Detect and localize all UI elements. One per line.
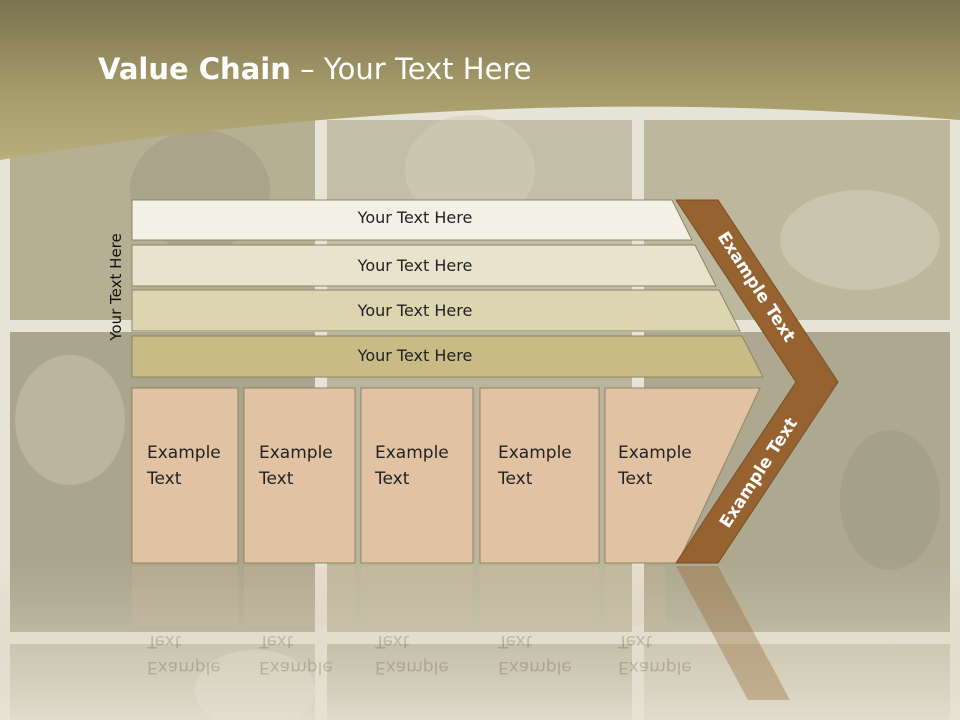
title-bold: Value Chain	[98, 52, 291, 86]
box-3	[360, 387, 474, 564]
row-label-4: Your Text Here	[357, 346, 473, 365]
box-4	[479, 387, 600, 564]
box-2	[243, 387, 356, 564]
row-bar-1	[131, 199, 693, 241]
row-label-3: Your Text Here	[357, 301, 473, 320]
row-bar-2	[131, 244, 717, 287]
row-label-2: Your Text Here	[357, 256, 473, 275]
value-chevron	[675, 199, 839, 564]
side-axis-label: Your Text Here	[107, 233, 125, 341]
row-label-1: Your Text Here	[357, 208, 473, 227]
title-rest: – Your Text Here	[290, 52, 532, 86]
row-bar-3	[131, 289, 741, 332]
row-bar-4	[131, 335, 764, 378]
slide-title: Value Chain – Your Text Here	[98, 52, 532, 86]
box-1	[131, 387, 239, 564]
